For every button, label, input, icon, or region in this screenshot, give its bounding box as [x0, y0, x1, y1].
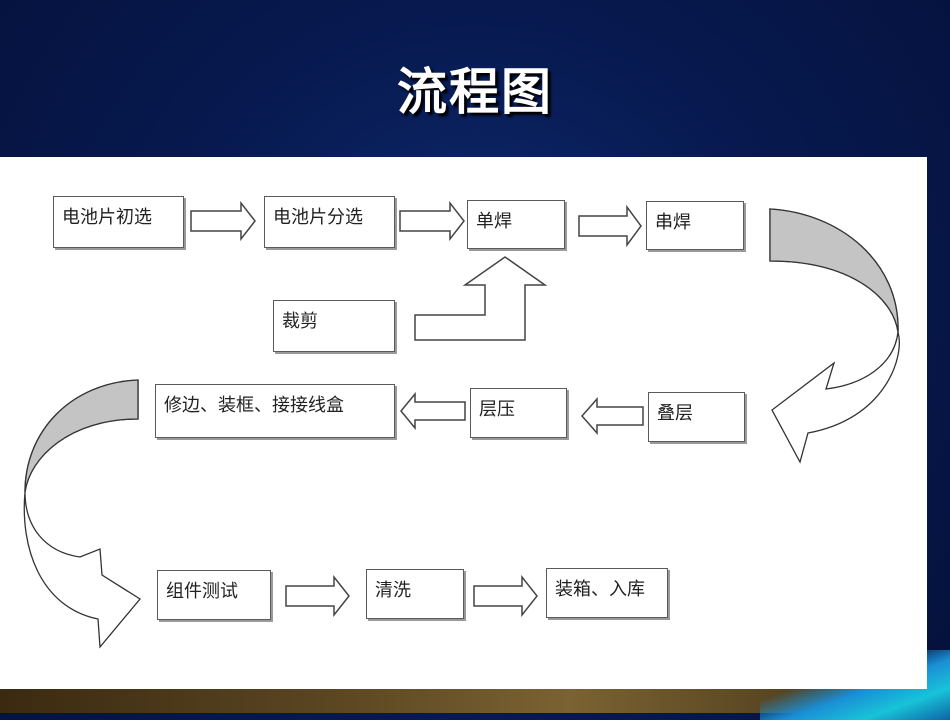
- step-single-welding: 单焊: [467, 200, 565, 249]
- arrow-s2-s3: [399, 200, 465, 242]
- step-cutting: 裁剪: [273, 300, 395, 352]
- step-module-testing: 组件测试: [157, 570, 271, 620]
- curved-arrow-left-shade: [24, 379, 139, 493]
- step-cell-sorting: 电池片分选: [264, 196, 395, 248]
- step-string-welding: 串焊: [646, 201, 744, 250]
- slide-title: 流程图: [397, 63, 553, 121]
- arrow-s6-s7: [580, 397, 644, 435]
- arrow-s7-s8: [400, 391, 466, 431]
- step-cleaning: 清洗: [366, 569, 464, 619]
- step-laminating: 层压: [470, 388, 567, 438]
- curved-arrow-right-shade: [769, 208, 899, 333]
- arrow-s5-s3: [414, 256, 548, 341]
- step-trim-frame-junction-box: 修边、装框、接接线盒: [155, 384, 395, 438]
- step-packing-warehousing: 装箱、入库: [546, 568, 668, 618]
- step-lamination-stack: 叠层: [648, 392, 745, 442]
- arrow-s1-s2: [190, 200, 256, 242]
- arrow-s10-s11: [473, 574, 538, 618]
- arrow-s9-s10: [285, 574, 350, 618]
- step-cell-initial-selection: 电池片初选: [53, 196, 184, 248]
- arrow-s3-s4: [578, 204, 642, 248]
- flow-arrows: [23, 200, 900, 649]
